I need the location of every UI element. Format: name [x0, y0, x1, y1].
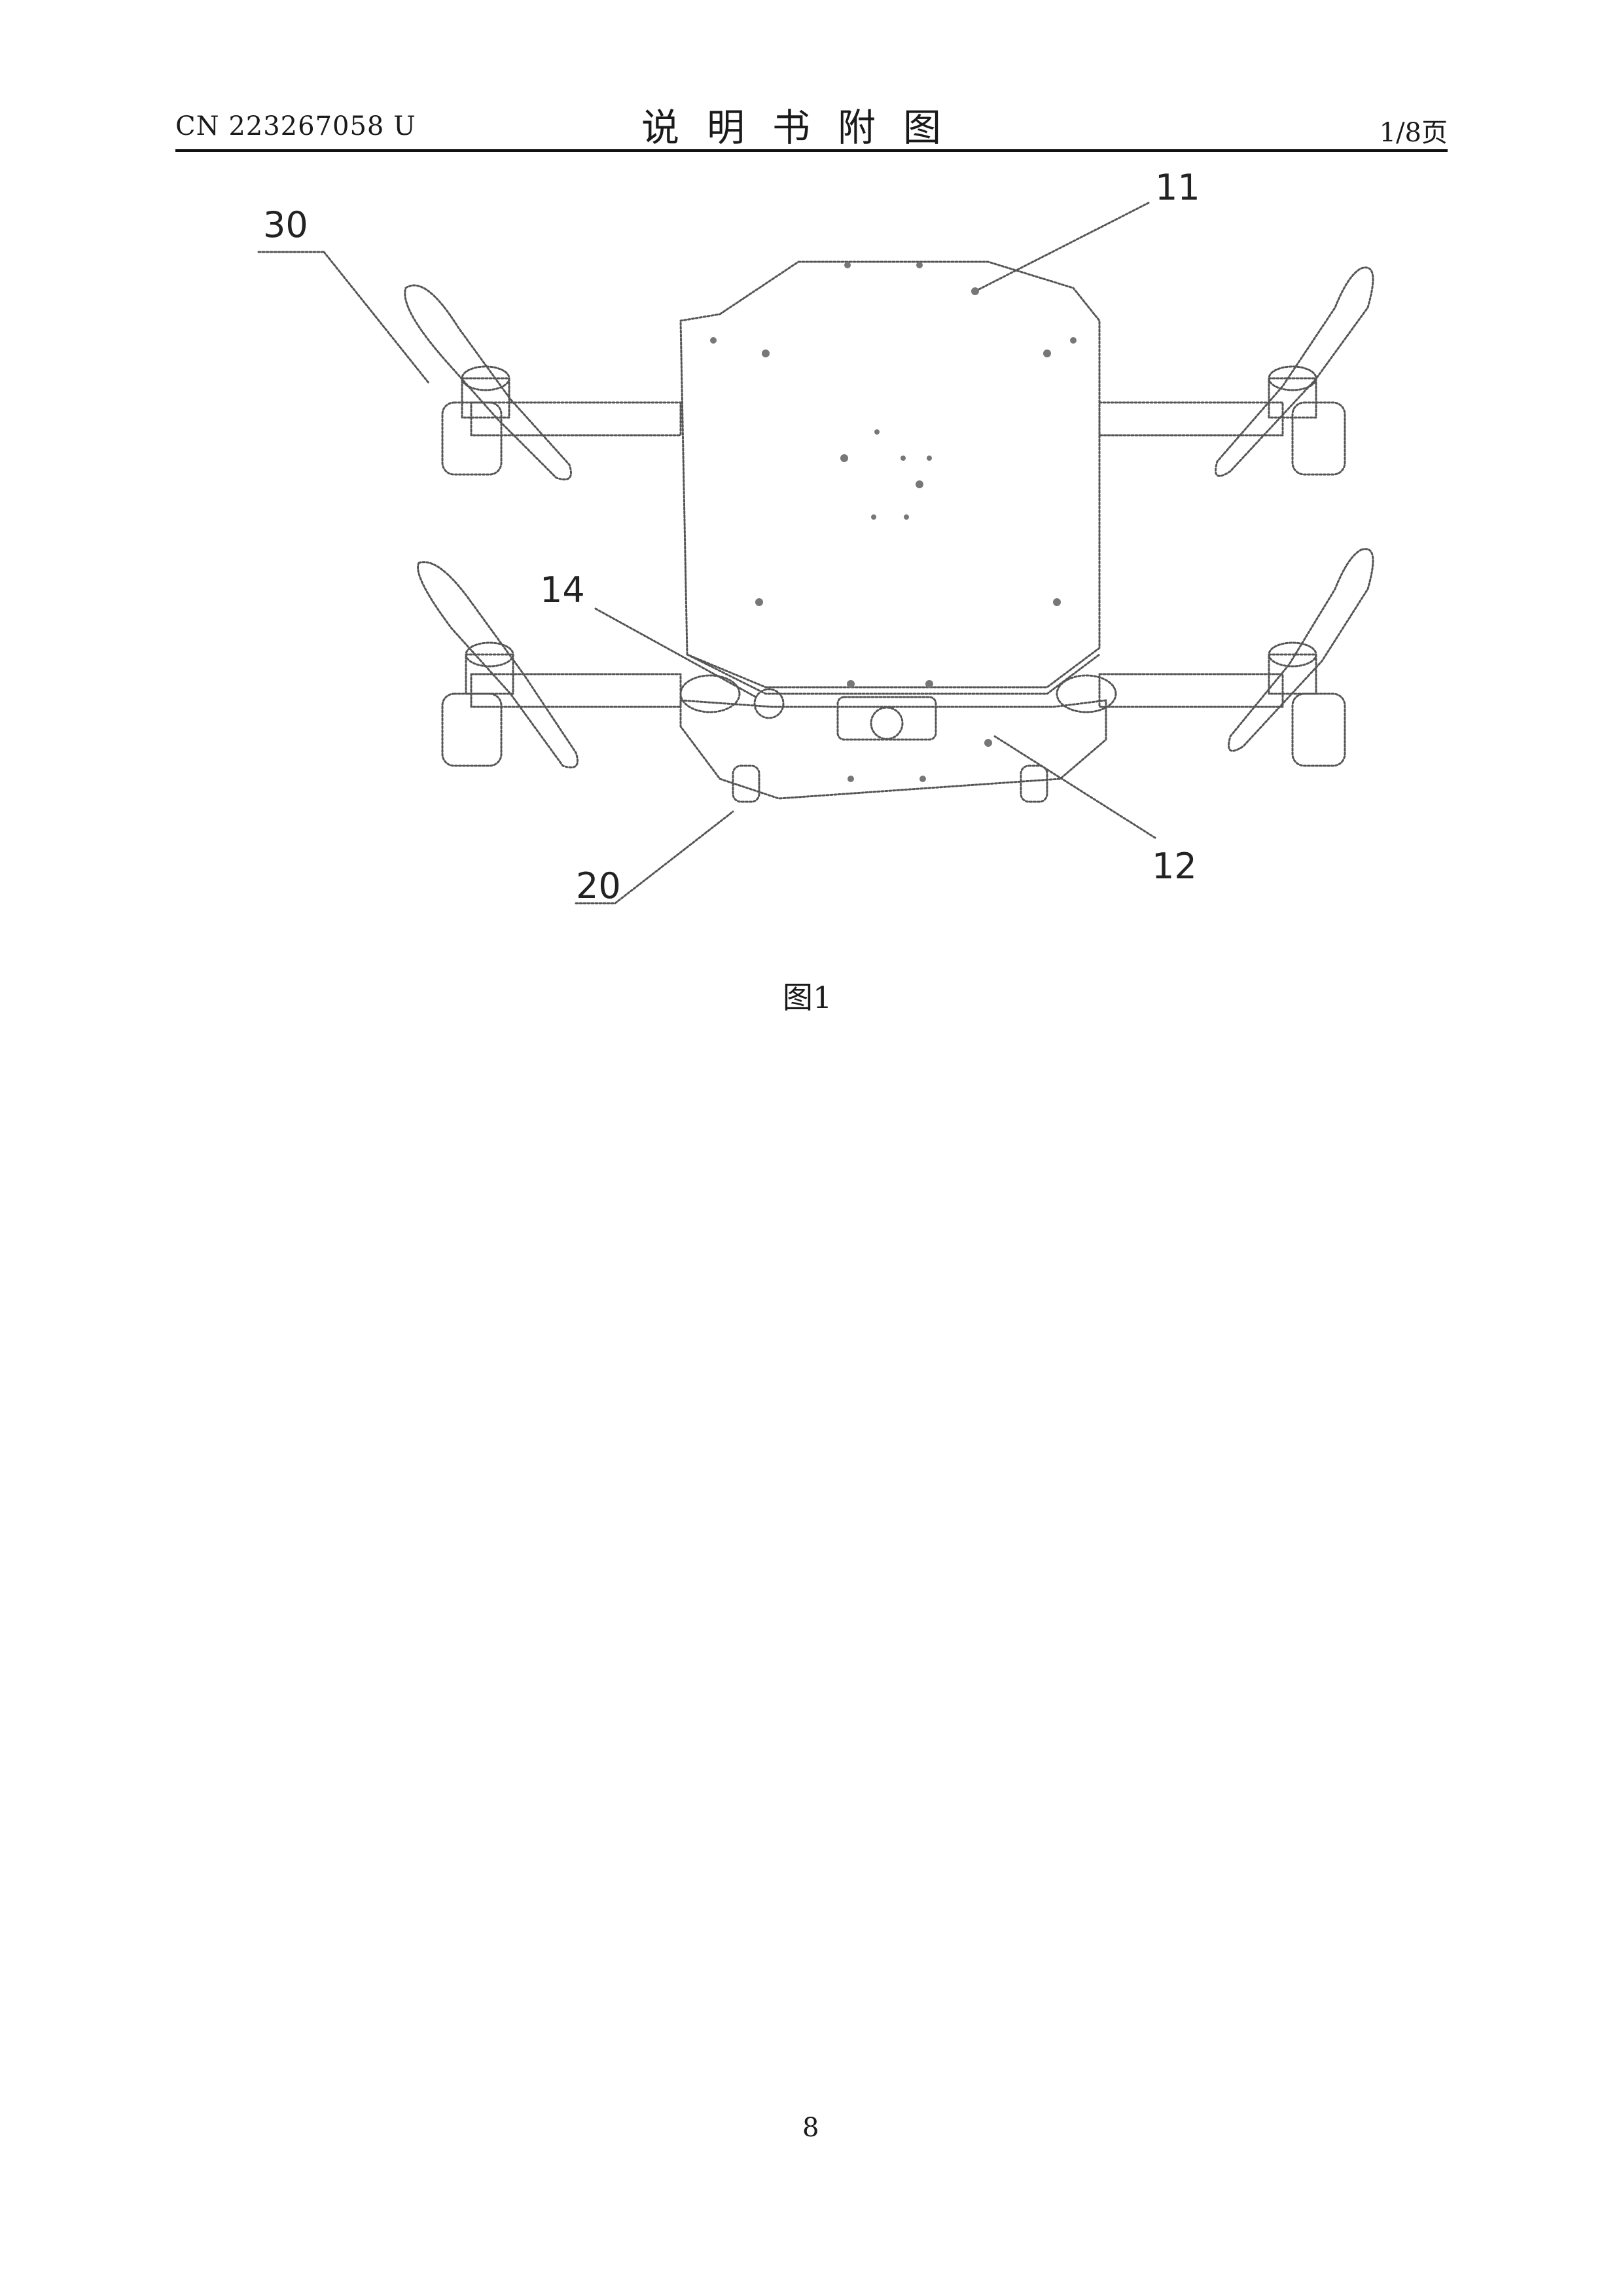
leader-11 [975, 203, 1149, 291]
upper-right-arm [1099, 403, 1283, 435]
figure-caption: 图1 [783, 974, 832, 1017]
motor-lower-right [1293, 694, 1345, 766]
lower-left-arm [471, 674, 681, 707]
drone-figure-drawing: 30 11 14 20 12 [0, 0, 1623, 969]
lower-body-housing [681, 700, 1106, 798]
motor-upper-right [1293, 403, 1345, 475]
leader-12 [995, 736, 1155, 838]
propeller-upper-left [405, 285, 571, 480]
callout-label-20: 20 [576, 865, 621, 906]
page-number: 8 [802, 2113, 819, 2143]
callout-label-30: 30 [263, 204, 308, 245]
upper-left-arm [471, 403, 681, 435]
upper-body-housing [681, 262, 1099, 687]
callout-label-11: 11 [1155, 167, 1200, 208]
leader-20 [615, 812, 733, 903]
lower-right-arm [1099, 674, 1283, 707]
callout-label-12: 12 [1152, 846, 1197, 887]
leader-14 [596, 609, 756, 697]
callout-label-14: 14 [540, 569, 585, 611]
propeller-upper-right [1216, 268, 1374, 476]
landing-foot-right [1021, 766, 1047, 802]
propeller-lower-right [1229, 549, 1374, 751]
